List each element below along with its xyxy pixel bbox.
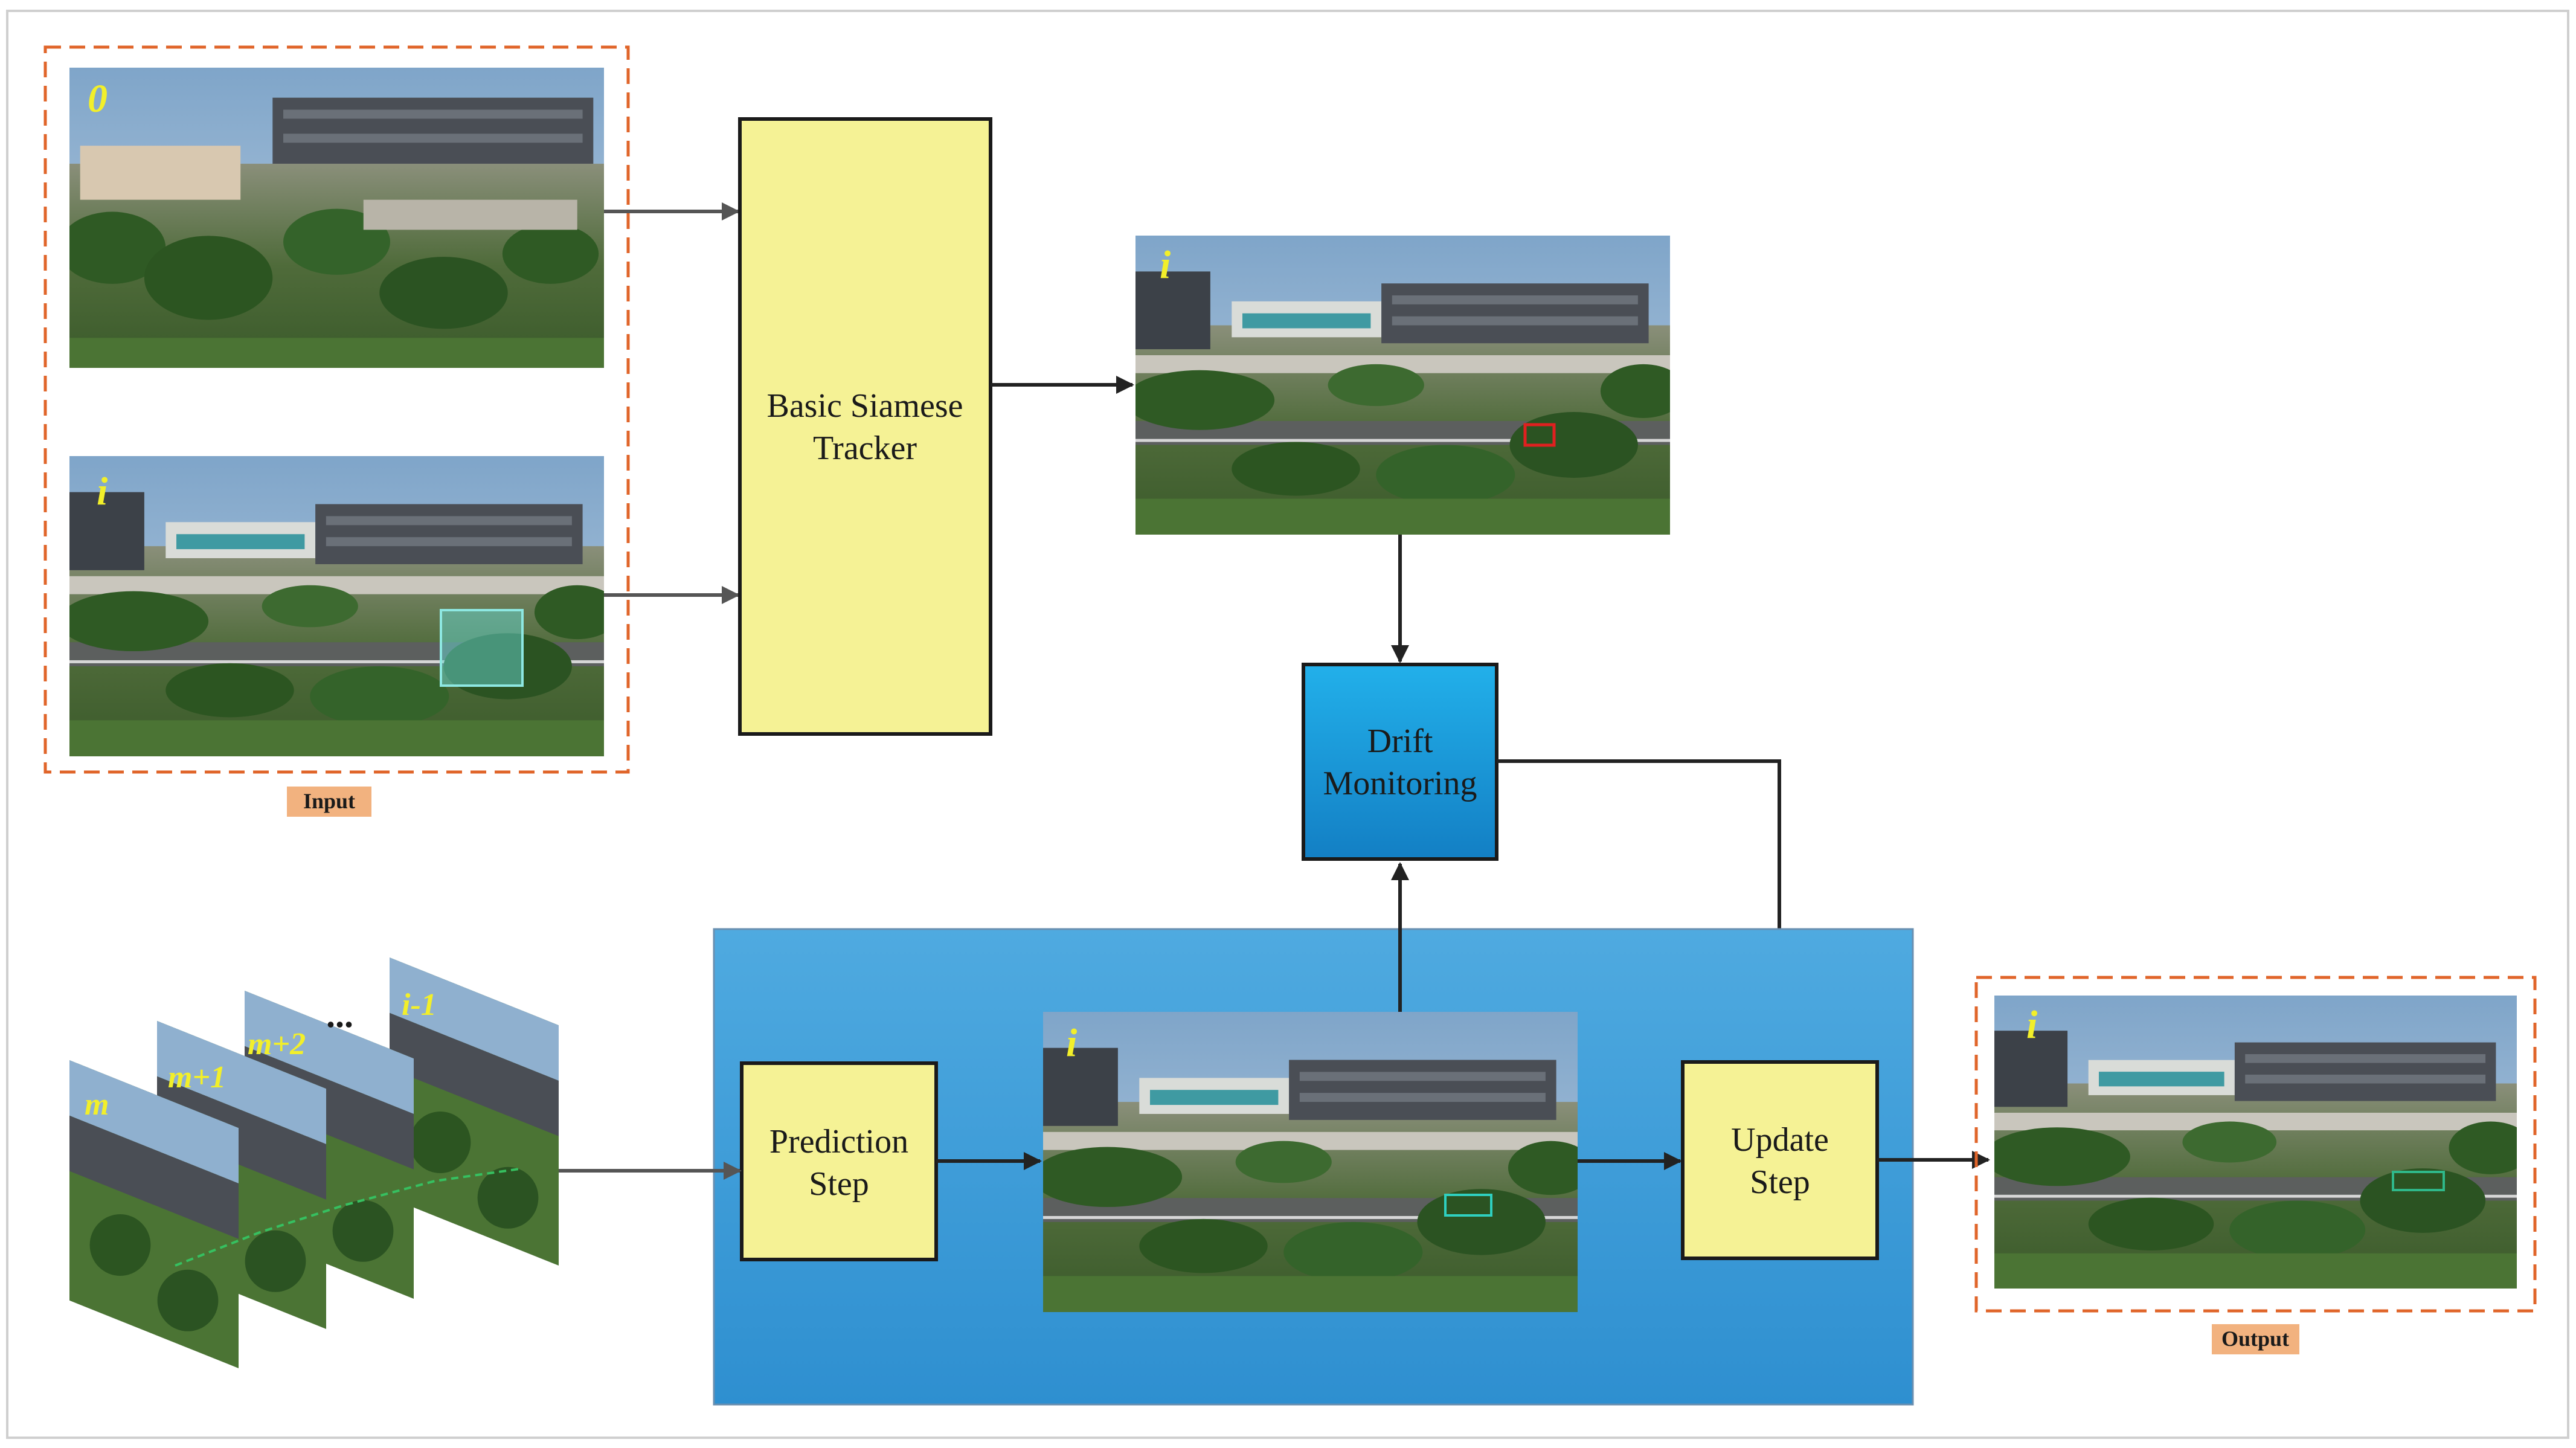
prediction-bbox xyxy=(1444,1194,1492,1217)
frame-zero-label: 0 xyxy=(88,77,108,121)
output-frame-i-label: i xyxy=(2026,1003,2038,1047)
tracker-result-photo xyxy=(1135,236,1670,535)
stack-frame-i1 xyxy=(390,957,559,1266)
stack-frame-m xyxy=(69,1060,239,1368)
drift-label-line1: Drift xyxy=(1367,722,1433,760)
stack-label-m: m xyxy=(85,1087,109,1122)
target-highlight-box xyxy=(440,609,524,687)
stack-label-m1: m+1 xyxy=(168,1060,226,1095)
output-photo xyxy=(1994,996,2517,1289)
output-dashed-frame xyxy=(1974,976,2537,1313)
basic-siamese-tracker-box xyxy=(738,117,992,736)
update-label-line2: Step xyxy=(1750,1163,1810,1201)
outer-frame xyxy=(6,10,2569,1439)
prediction-frame-i-label: i xyxy=(1066,1021,1078,1065)
stack-label-m2: m+2 xyxy=(248,1027,306,1061)
prediction-label-line2: Step xyxy=(809,1165,869,1203)
prediction-label-line1: Prediction xyxy=(769,1123,908,1160)
frame-i-label: i xyxy=(97,469,108,513)
update-label-line1: Update xyxy=(1731,1121,1829,1159)
output-tag xyxy=(2212,1324,2299,1354)
prediction-step-box xyxy=(740,1061,938,1261)
result-frame-i-label: i xyxy=(1160,243,1171,287)
update-step-box xyxy=(1681,1060,1879,1260)
input-tag xyxy=(287,787,371,817)
input-frame-i-photo xyxy=(69,456,604,756)
tracker-label-line2: Tracker xyxy=(813,430,917,467)
frame-stack xyxy=(69,957,559,1368)
drift-label-line2: Monitoring xyxy=(1323,765,1477,802)
prediction-photo xyxy=(1043,1012,1578,1312)
stack-label-i1: i-1 xyxy=(402,988,437,1022)
input-frame-zero-photo xyxy=(69,68,604,368)
tracker-label-line1: Basic Siamese xyxy=(766,387,963,425)
tracker-bbox-red xyxy=(1523,423,1556,447)
drift-monitoring-box xyxy=(1302,663,1498,861)
output-bbox xyxy=(2392,1171,2445,1191)
input-dashed-frame xyxy=(43,45,630,774)
stack-trajectory-line xyxy=(175,1168,520,1267)
output-tag-label: Output xyxy=(2221,1327,2289,1351)
input-tag-label: Input xyxy=(303,789,355,813)
stack-label-dots: ... xyxy=(326,995,353,1035)
